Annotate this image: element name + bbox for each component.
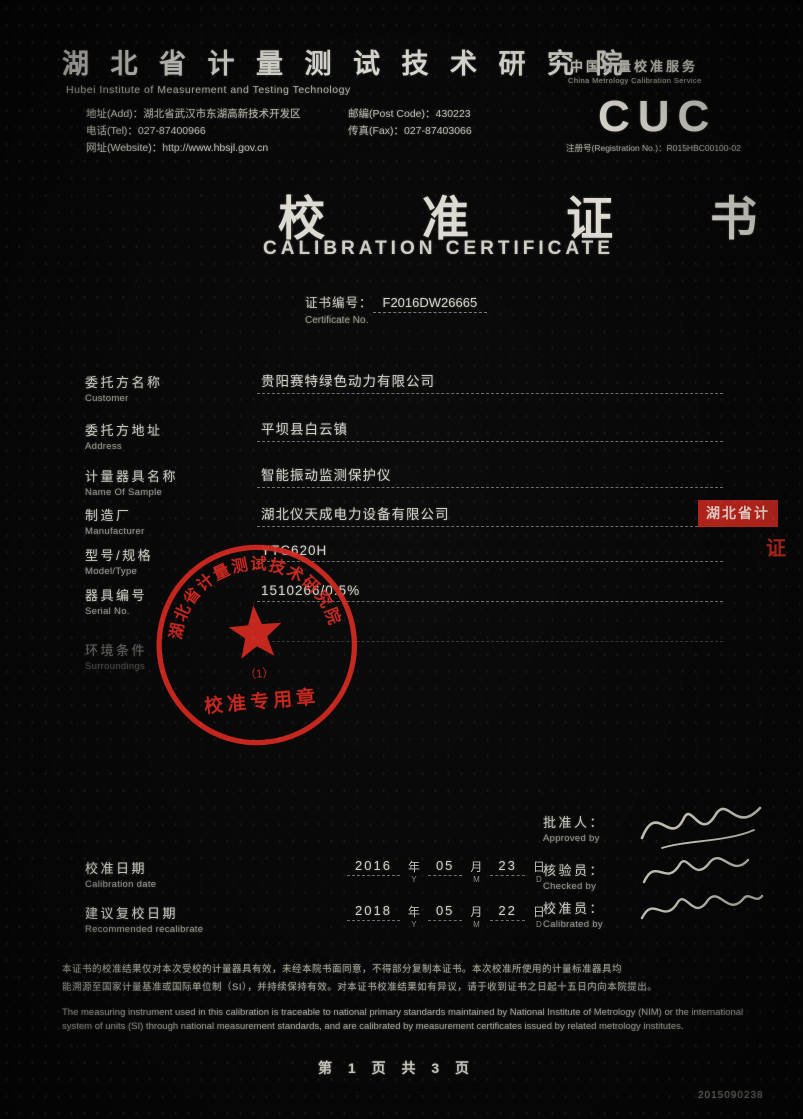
certificate-number-label: 证书编号： xyxy=(305,296,373,310)
certificate-title-en: CALIBRATION CERTIFICATE xyxy=(263,238,614,259)
unit-month-zh: 月 xyxy=(470,860,483,874)
stamp-sub-number: （1） xyxy=(244,666,275,682)
unit-year-en: Y xyxy=(411,920,417,929)
institute-name-en: Hubei Institute of Measurement and Testi… xyxy=(66,84,351,96)
field-manufacturer: 制造厂 Manufacturer 湖北仪天成电力设备有限公司 xyxy=(85,505,725,537)
cal-month: 05 xyxy=(427,858,463,876)
cuc-service-en: China Metrology Calibration Service xyxy=(568,76,702,85)
unit-year-en: Y xyxy=(411,875,417,884)
cuc-registration-no: 注册号(Registration No.)：R015HBC00100-02 xyxy=(566,143,741,153)
address-line: 地址(Add)：湖北省武汉市东湖高新技术开发区 xyxy=(86,108,301,120)
approved-by-label-en: Approved by xyxy=(543,833,600,844)
cuc-service-zh: 中国计量校准服务 xyxy=(570,59,699,74)
approved-by-block: 批准人： Approved by xyxy=(543,812,605,844)
fax-line: 传真(Fax)：027-87403066 xyxy=(348,125,472,137)
field-customer: 委托方名称 Customer 贵阳赛特绿色动力有限公司 xyxy=(85,372,725,404)
re-day: 22 xyxy=(490,903,525,921)
cuc-logo: CUC xyxy=(598,92,718,141)
cal-year: 2016 xyxy=(347,858,400,876)
certificate-number-label-en: Certificate No. xyxy=(305,315,369,326)
field-sample-name: 计量器具名称 Name Of Sample 智能振动监测保护仪 xyxy=(85,466,725,498)
cal-day: 23 xyxy=(490,858,525,876)
institute-name-zh: 湖 北 省 计 量 测 试 技 术 研 究 院 xyxy=(62,49,630,79)
unit-day-zh: 日 xyxy=(532,860,545,874)
field-manufacturer-value: 湖北仪天成电力设备有限公司 xyxy=(257,503,723,527)
contact-row-tel: 电话(Tel)：027-87400966 传真(Fax)：027-8740306… xyxy=(86,123,556,140)
unit-month-zh: 月 xyxy=(470,905,483,919)
round-stamp-graphic: 湖北省计量测试技术研究院 （1） 校准专用章 xyxy=(156,544,358,746)
footer-note-zh-2: 能溯源至国家计量基准或国际单位制（SI），并持续保持有效。对本证书校准结果如有异… xyxy=(62,982,658,993)
approved-by-label-zh: 批准人： xyxy=(543,815,606,830)
field-sample-name-value: 智能振动监测保护仪 xyxy=(257,464,723,488)
field-customer-label-en: Customer xyxy=(85,393,129,404)
field-address-value: 平坝县白云镇 xyxy=(257,418,723,442)
unit-day-zh: 日 xyxy=(532,905,545,919)
footer-note-en: The measuring instrument used in this ca… xyxy=(62,1007,744,1032)
unit-year-zh: 年 xyxy=(407,860,420,874)
stamp-star-icon xyxy=(228,605,282,659)
re-year: 2018 xyxy=(347,903,400,921)
unit-month-en: M xyxy=(473,875,480,884)
round-calibration-stamp: 湖北省计量测试技术研究院 （1） 校准专用章 xyxy=(143,531,371,763)
rect-red-stamp-char: 证 xyxy=(766,538,786,560)
document-serial-number: 2015090238 xyxy=(698,1090,764,1101)
field-address-label-en: Address xyxy=(85,441,122,452)
field-manufacturer-label-en: Manufacturer xyxy=(85,526,145,537)
unit-year-zh: 年 xyxy=(407,905,420,919)
institute-contact-block: 地址(Add)：湖北省武汉市东湖高新技术开发区 邮编(Post Code)：43… xyxy=(86,106,556,157)
stamp-bottom-text: 校准专用章 xyxy=(203,685,320,718)
unit-month-en: M xyxy=(473,920,480,929)
tel-line: 电话(Tel)：027-87400966 xyxy=(86,125,206,137)
rect-red-stamp: 湖北省计 xyxy=(698,500,778,527)
field-customer-value: 贵阳赛特绿色动力有限公司 xyxy=(257,370,723,394)
calibrated-signature xyxy=(640,894,764,920)
contact-row-address: 地址(Add)：湖北省武汉市东湖高新技术开发区 邮编(Post Code)：43… xyxy=(86,106,556,123)
certificate-number-block: 证书编号：F2016DW26665 Certificate No. xyxy=(305,292,488,326)
unit-day-en: D xyxy=(536,875,542,884)
website-line: 网址(Website)：http://www.hbsjl.gov.cn xyxy=(86,142,269,154)
unit-day-en: D xyxy=(536,920,542,929)
footer-note-zh-1: 本证书的校准结果仅对本次受校的计量器具有效，未经本院书面同意，不得部分复制本证书… xyxy=(62,964,623,975)
re-month: 05 xyxy=(427,903,463,921)
field-address: 委托方地址 Address 平坝县白云镇 xyxy=(85,420,725,452)
postcode-line: 邮编(Post Code)：430223 xyxy=(348,108,471,120)
certificate-number-value: F2016DW26665 xyxy=(372,295,488,313)
field-sample-name-label-en: Name Of Sample xyxy=(85,487,163,498)
page-indicator: 第 1 页 共 3 页 xyxy=(318,1060,476,1076)
contact-row-web: 网址(Website)：http://www.hbsjl.gov.cn xyxy=(86,140,556,157)
